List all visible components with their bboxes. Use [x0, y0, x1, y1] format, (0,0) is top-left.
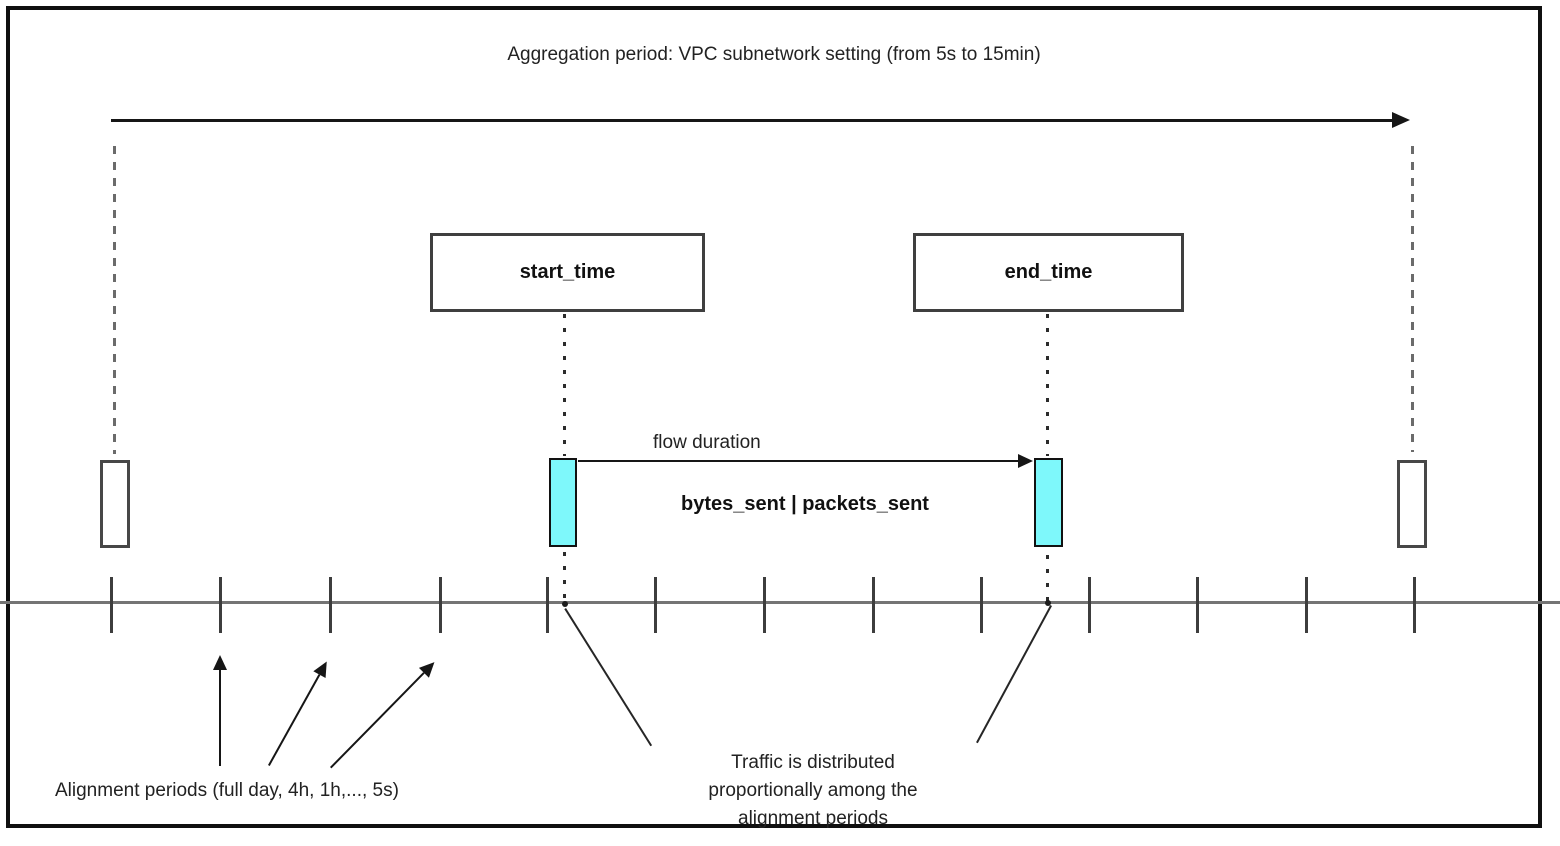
timeline-tick	[110, 577, 113, 633]
timeline-tick	[1088, 577, 1091, 633]
timeline-tick	[1413, 577, 1416, 633]
flow-start-interval-bar	[549, 458, 577, 547]
timeline-tick	[439, 577, 442, 633]
timeline-tick	[980, 577, 983, 633]
timeline-tick	[654, 577, 657, 633]
aggregation-period-arrow	[111, 112, 1410, 128]
timeline-tick	[872, 577, 875, 633]
alignment-timeline	[0, 601, 1560, 604]
diagram-title: Aggregation period: VPC subnetwork setti…	[507, 44, 1041, 65]
aggregation-start-dashed-line	[113, 146, 116, 454]
flow-duration-label: flow duration	[653, 432, 761, 453]
start-time-label: start_time	[519, 261, 616, 283]
end-junction-dot	[1045, 600, 1051, 606]
right-empty-interval-rect	[1397, 460, 1427, 548]
alignment-periods-label: Alignment periods (full day, 4h, 1h,...,…	[55, 780, 399, 801]
left-empty-interval-rect	[100, 460, 130, 548]
outer-frame	[6, 6, 1542, 828]
flow-duration-arrow	[578, 454, 1033, 468]
flow-end-dotted-drop	[1046, 555, 1049, 605]
timeline-tick	[329, 577, 332, 633]
timeline-tick	[1305, 577, 1308, 633]
end-time-box: end_time	[913, 233, 1184, 312]
metrics-label: bytes_sent | packets_sent	[681, 493, 929, 515]
end-time-dotted-line	[1046, 314, 1049, 456]
alignment-arrow-1	[219, 670, 221, 766]
start-time-box: start_time	[430, 233, 705, 312]
start-junction-dot	[562, 601, 568, 607]
end-time-label: end_time	[1004, 261, 1093, 283]
timeline-tick	[219, 577, 222, 633]
flow-start-dotted-drop	[563, 552, 566, 604]
aggregation-end-dashed-line	[1411, 146, 1414, 452]
flow-end-interval-bar	[1034, 458, 1063, 547]
timeline-tick	[546, 577, 549, 633]
timeline-tick	[763, 577, 766, 633]
traffic-note: Traffic is distributed proportionally am…	[708, 752, 918, 829]
timeline-tick	[1196, 577, 1199, 633]
start-time-dotted-line	[563, 314, 566, 456]
